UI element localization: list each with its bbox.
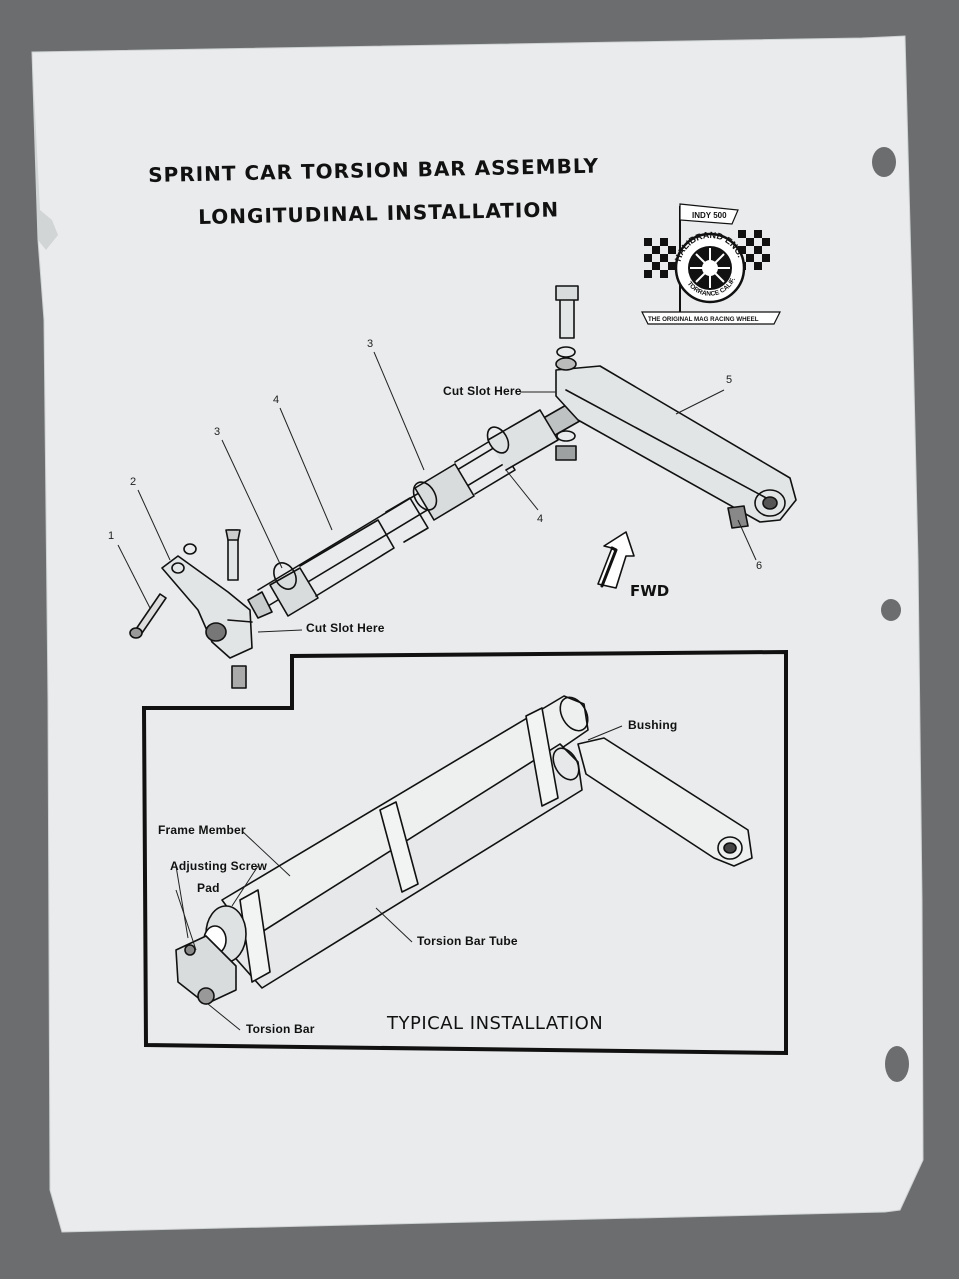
exploded-diagram [129, 285, 797, 689]
installation-diagram [175, 695, 753, 1005]
punch-hole [885, 1046, 909, 1082]
part-number-4-right: 4 [537, 513, 544, 525]
svg-text:THE ORIGINAL MAG RACING WHEEL: THE ORIGINAL MAG RACING WHEEL [648, 316, 759, 323]
part-number-3-left: 3 [214, 426, 221, 438]
part-number-4-left: 4 [273, 394, 280, 406]
torn-edge [32, 52, 58, 250]
punch-hole [872, 147, 896, 177]
torsion-bar-label: Torsion Bar [246, 1022, 315, 1036]
frame-member-label: Frame Member [158, 823, 246, 837]
part-number-1: 1 [108, 530, 115, 542]
punch-hole [881, 599, 901, 621]
installation-frame [141, 649, 788, 1056]
adjusting-screw-label: Adjusting Screw [170, 859, 268, 873]
part-number-3-right: 3 [367, 338, 374, 350]
part-number-6: 6 [756, 560, 763, 572]
part-number-5: 5 [726, 374, 733, 386]
cut-slot-label-top: Cut Slot Here [443, 384, 522, 398]
pad-label: Pad [197, 881, 220, 895]
typical-installation-heading: TYPICAL INSTALLATION [387, 1013, 604, 1034]
install-leader-lines [175, 725, 623, 1031]
svg-text:INDY 500: INDY 500 [692, 211, 727, 220]
part-number-2: 2 [130, 476, 137, 488]
cut-slot-label-bottom: Cut Slot Here [306, 621, 385, 635]
halibrand-logo: INDY 500 HALIBRAND ENG. TORRANCE CALIF. … [641, 203, 781, 325]
leader-lines [117, 351, 757, 633]
fwd-label: FWD [630, 582, 670, 600]
torsion-bar-tube-label: Torsion Bar Tube [417, 934, 518, 948]
bushing-label: Bushing [628, 718, 678, 732]
